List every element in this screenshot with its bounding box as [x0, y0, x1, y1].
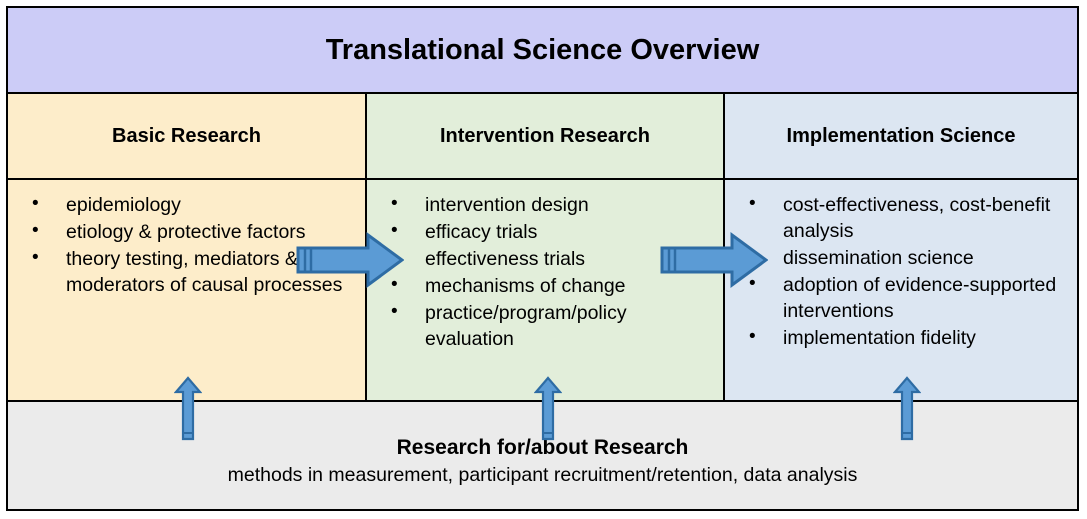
list-item: epidemiology	[18, 191, 355, 218]
list-item: etiology & protective factors	[18, 218, 355, 245]
list-item: intervention design	[377, 191, 713, 218]
page-title: Translational Science Overview	[325, 33, 760, 66]
footer-title: Research for/about Research	[396, 436, 689, 459]
column-basic-research: Basic Research epidemiology etiology & p…	[8, 94, 367, 400]
columns-region: Basic Research epidemiology etiology & p…	[8, 94, 1077, 400]
list-item: effectiveness trials	[377, 245, 713, 272]
bullet-list-intervention-research: intervention design efficacy trials effe…	[377, 191, 713, 352]
list-item: cost-effectiveness, cost-benefit analysi…	[735, 191, 1067, 244]
list-item: mechanisms of change	[377, 272, 713, 299]
bullet-list-basic-research: epidemiology etiology & protective facto…	[18, 191, 355, 298]
column-body-intervention-research: intervention design efficacy trials effe…	[367, 180, 723, 400]
footer-band: Research for/about Research methods in m…	[8, 400, 1077, 509]
diagram-title-band: Translational Science Overview	[8, 8, 1077, 94]
column-header-basic-research: Basic Research	[8, 94, 365, 180]
list-item: dissemination science	[735, 244, 1067, 271]
column-body-implementation-science: cost-effectiveness, cost-benefit analysi…	[725, 180, 1077, 400]
list-item: adoption of evidence-supported intervent…	[735, 271, 1067, 324]
list-item: practice/program/policy evaluation	[377, 299, 713, 352]
column-implementation-science: Implementation Science cost-effectivenes…	[725, 94, 1077, 400]
column-header-implementation-science: Implementation Science	[725, 94, 1077, 180]
column-intervention-research: Intervention Research intervention desig…	[367, 94, 725, 400]
column-header-intervention-research: Intervention Research	[367, 94, 723, 180]
footer-subtitle: methods in measurement, participant recr…	[227, 464, 858, 486]
bullet-list-implementation-science: cost-effectiveness, cost-benefit analysi…	[735, 191, 1067, 351]
column-body-basic-research: epidemiology etiology & protective facto…	[8, 180, 365, 400]
list-item: efficacy trials	[377, 218, 713, 245]
translational-science-diagram: Translational Science Overview Basic Res…	[6, 6, 1079, 511]
list-item: theory testing, mediators & moderators o…	[18, 245, 355, 298]
list-item: implementation fidelity	[735, 324, 1067, 351]
